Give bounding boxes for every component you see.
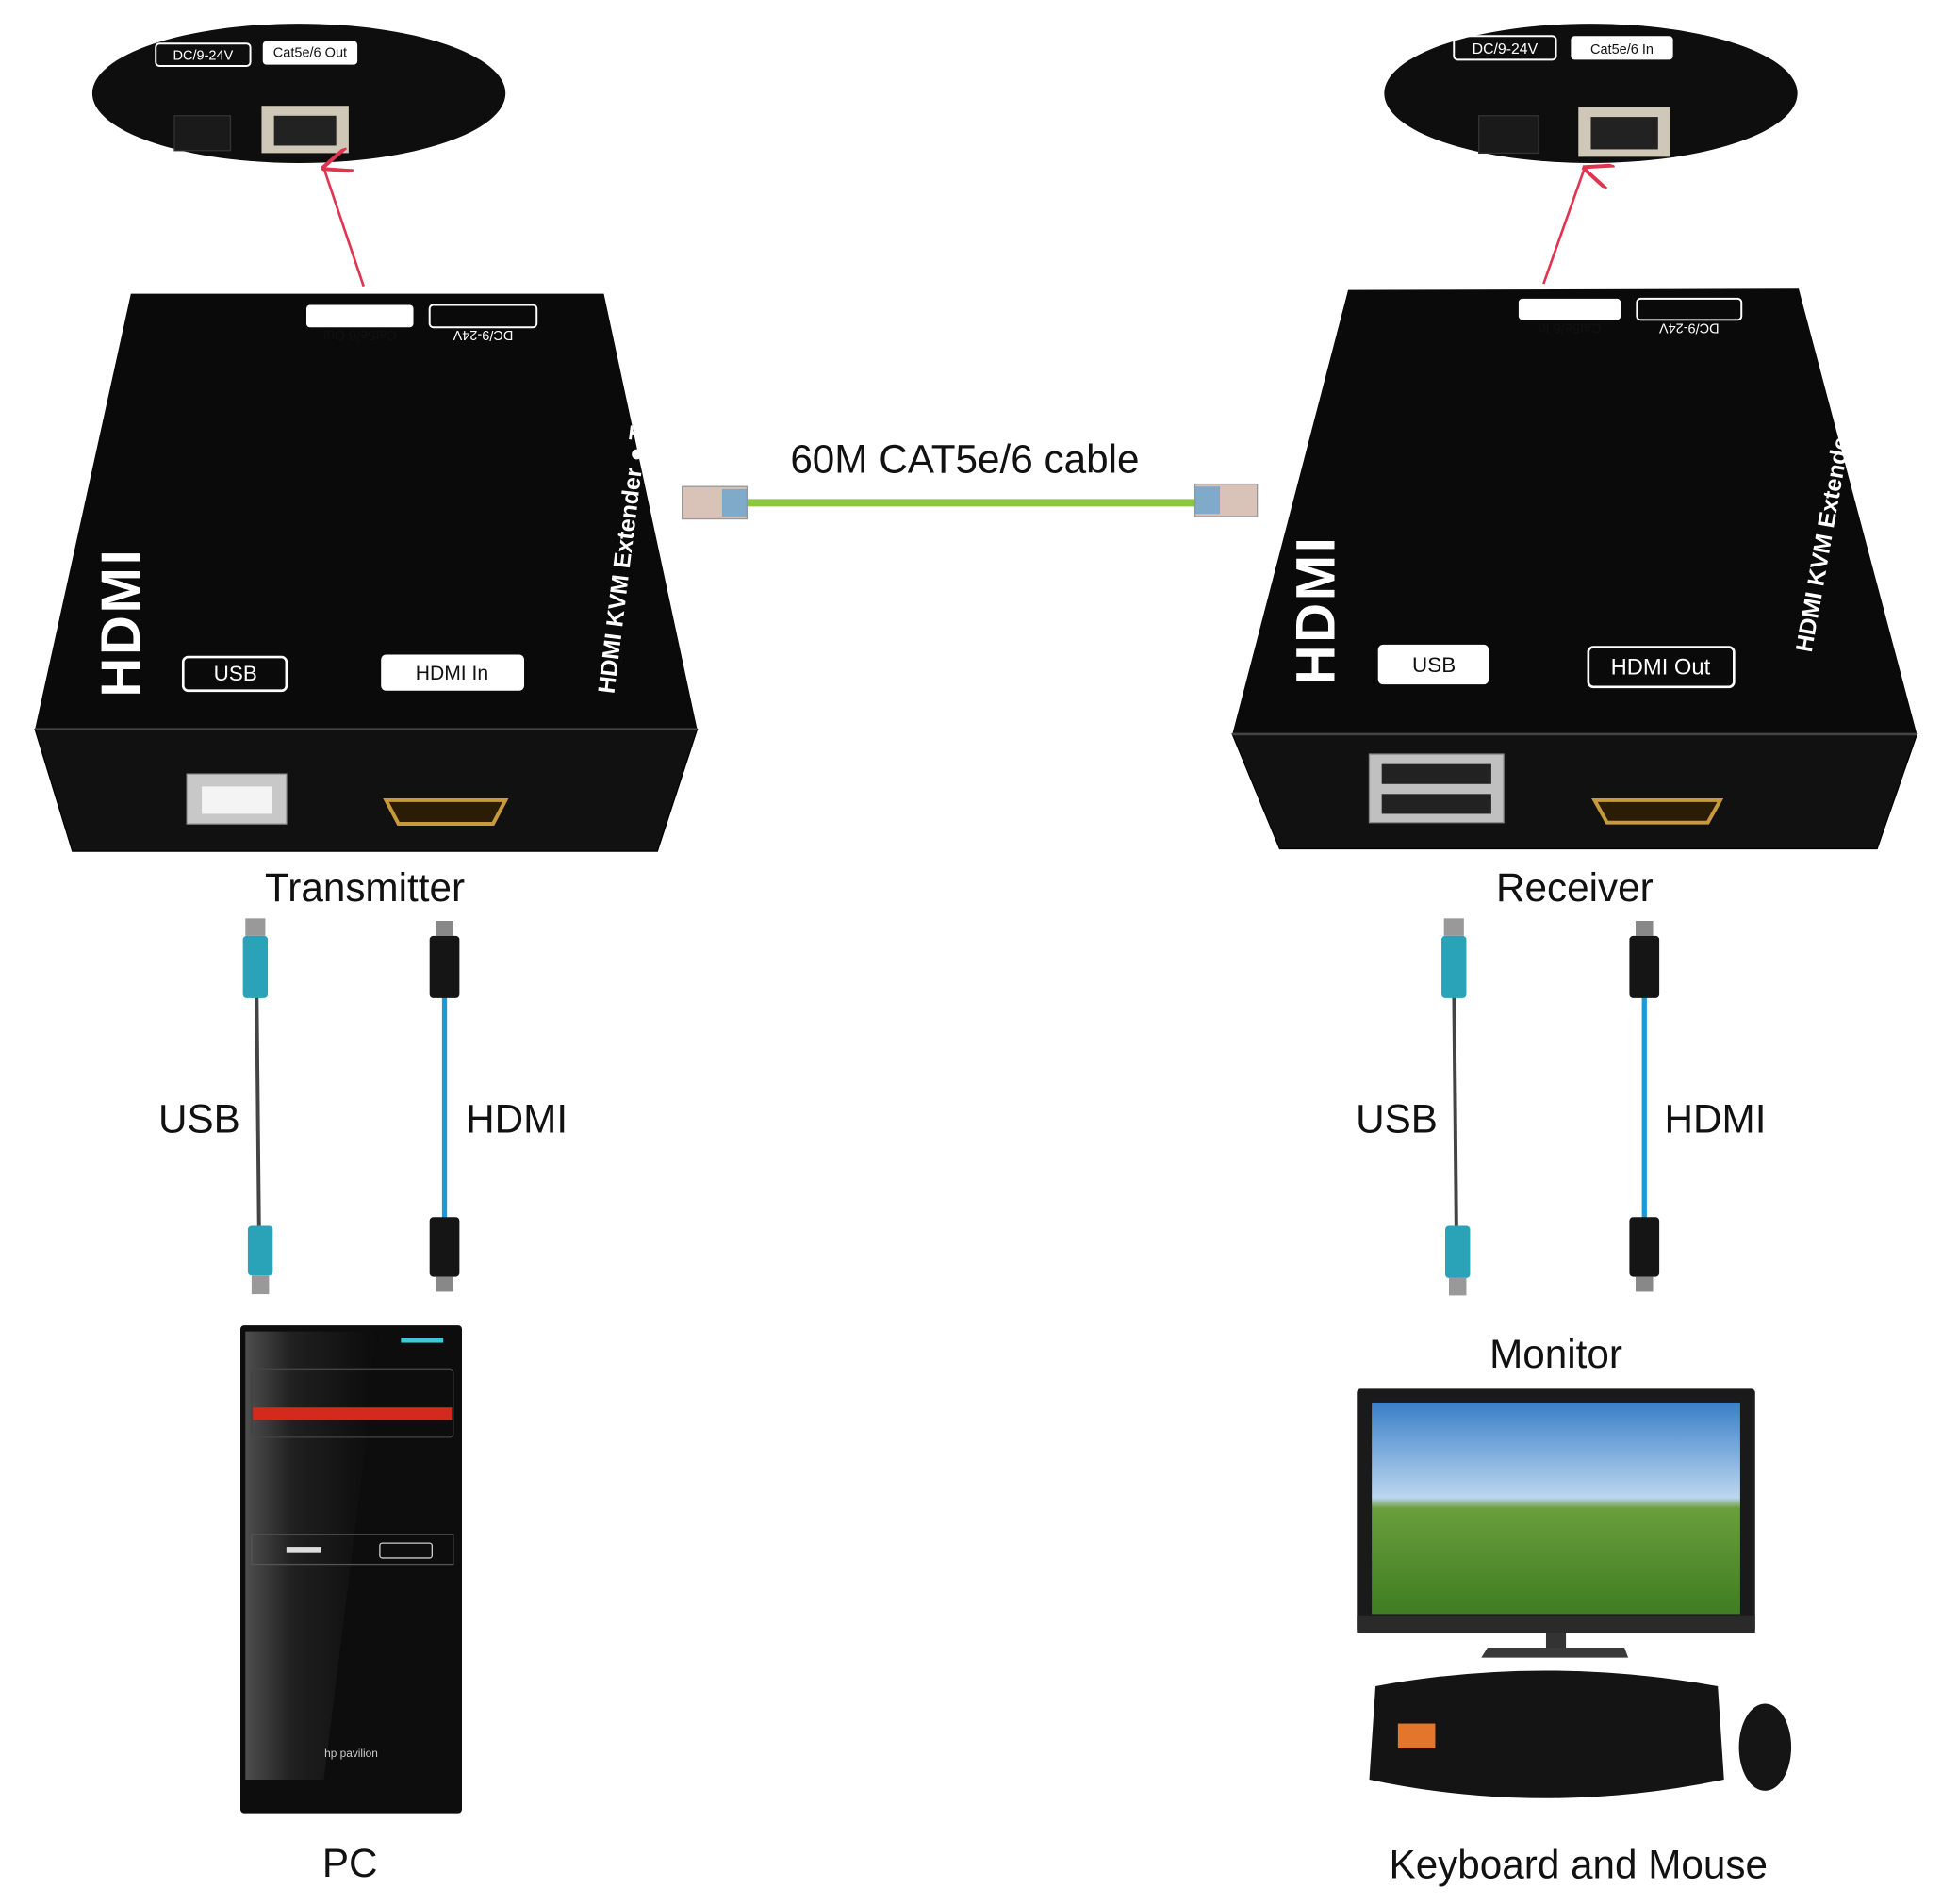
usb-connection-label: USB <box>158 1096 240 1141</box>
pc-tower: hp pavilion <box>240 1325 463 1814</box>
monitor <box>1357 1388 1755 1658</box>
zoom-arrow <box>323 168 365 287</box>
hdmi-port-label: HDMI In <box>416 663 488 684</box>
pc-brand: hp pavilion <box>324 1747 378 1760</box>
dc-jack-icon <box>173 115 232 152</box>
receiver-rear-zoom: DC/9-24V Cat5e/6 In <box>1384 24 1798 163</box>
cable-label: 60M CAT5e/6 cable <box>790 437 1139 482</box>
usb-port-label: USB <box>1412 653 1456 677</box>
power-label-top: DC/9-24V <box>453 327 513 342</box>
hdmi-port-label: HDMI Out <box>1611 655 1711 681</box>
lan-port-label: Cat5e/6 Out <box>273 46 347 61</box>
zoom-arrow <box>1542 168 1585 285</box>
hdmi-connection-label: HDMI <box>1665 1096 1767 1141</box>
mouse <box>1738 1703 1792 1791</box>
usb-cable-left <box>242 918 273 1295</box>
usb-connection-label: USB <box>1356 1096 1438 1141</box>
transmitter-box: Cat5e/6 Out DC/9-24V HDMI HDMI KVM Exten… <box>34 293 699 852</box>
lan-port-label: Cat5e/6 In <box>1590 42 1654 57</box>
keyboard <box>1369 1670 1724 1798</box>
usb-cable-right <box>1441 918 1471 1296</box>
usb-port-label: USB <box>214 662 257 685</box>
hdmi-logo: HDMI <box>91 548 152 698</box>
rj45-connector-left <box>682 485 749 520</box>
transmitter-label: Transmitter <box>265 865 465 910</box>
rj45-connector-right <box>1193 483 1259 517</box>
power-port-label: DC/9-24V <box>1473 41 1539 57</box>
hdmi-cable-left <box>429 920 460 1292</box>
monitor-label: Monitor <box>1489 1332 1622 1376</box>
power-label-top: DC/9-24V <box>1659 320 1720 335</box>
lan-label-top: Cat5e/6 In <box>1539 320 1602 335</box>
receiver-box: Cat5e/6 In DC/9-24V HDMI HDMI KVM Extend… <box>1231 288 1918 850</box>
hdmi-logo: HDMI <box>1286 534 1347 684</box>
hdmi-port-icon <box>383 797 509 826</box>
transmitter-rear-zoom: DC/9-24V Cat5e/6 Out <box>91 24 506 163</box>
hdmi-cable-right <box>1629 920 1660 1292</box>
hdmi-port-icon <box>1591 797 1724 825</box>
power-port-label-box <box>155 42 252 67</box>
lan-label-top: Cat5e/6 Out <box>323 327 397 342</box>
power-port-label: DC/9-24V <box>173 48 234 63</box>
receiver-label: Receiver <box>1496 865 1654 910</box>
dc-jack-icon <box>1478 115 1539 155</box>
hdmi-connection-label: HDMI <box>466 1096 568 1141</box>
wasd-keys <box>1397 1723 1436 1748</box>
pc-label: PC <box>322 1841 378 1885</box>
keyboard-mouse-label: Keyboard and Mouse <box>1390 1842 1769 1886</box>
